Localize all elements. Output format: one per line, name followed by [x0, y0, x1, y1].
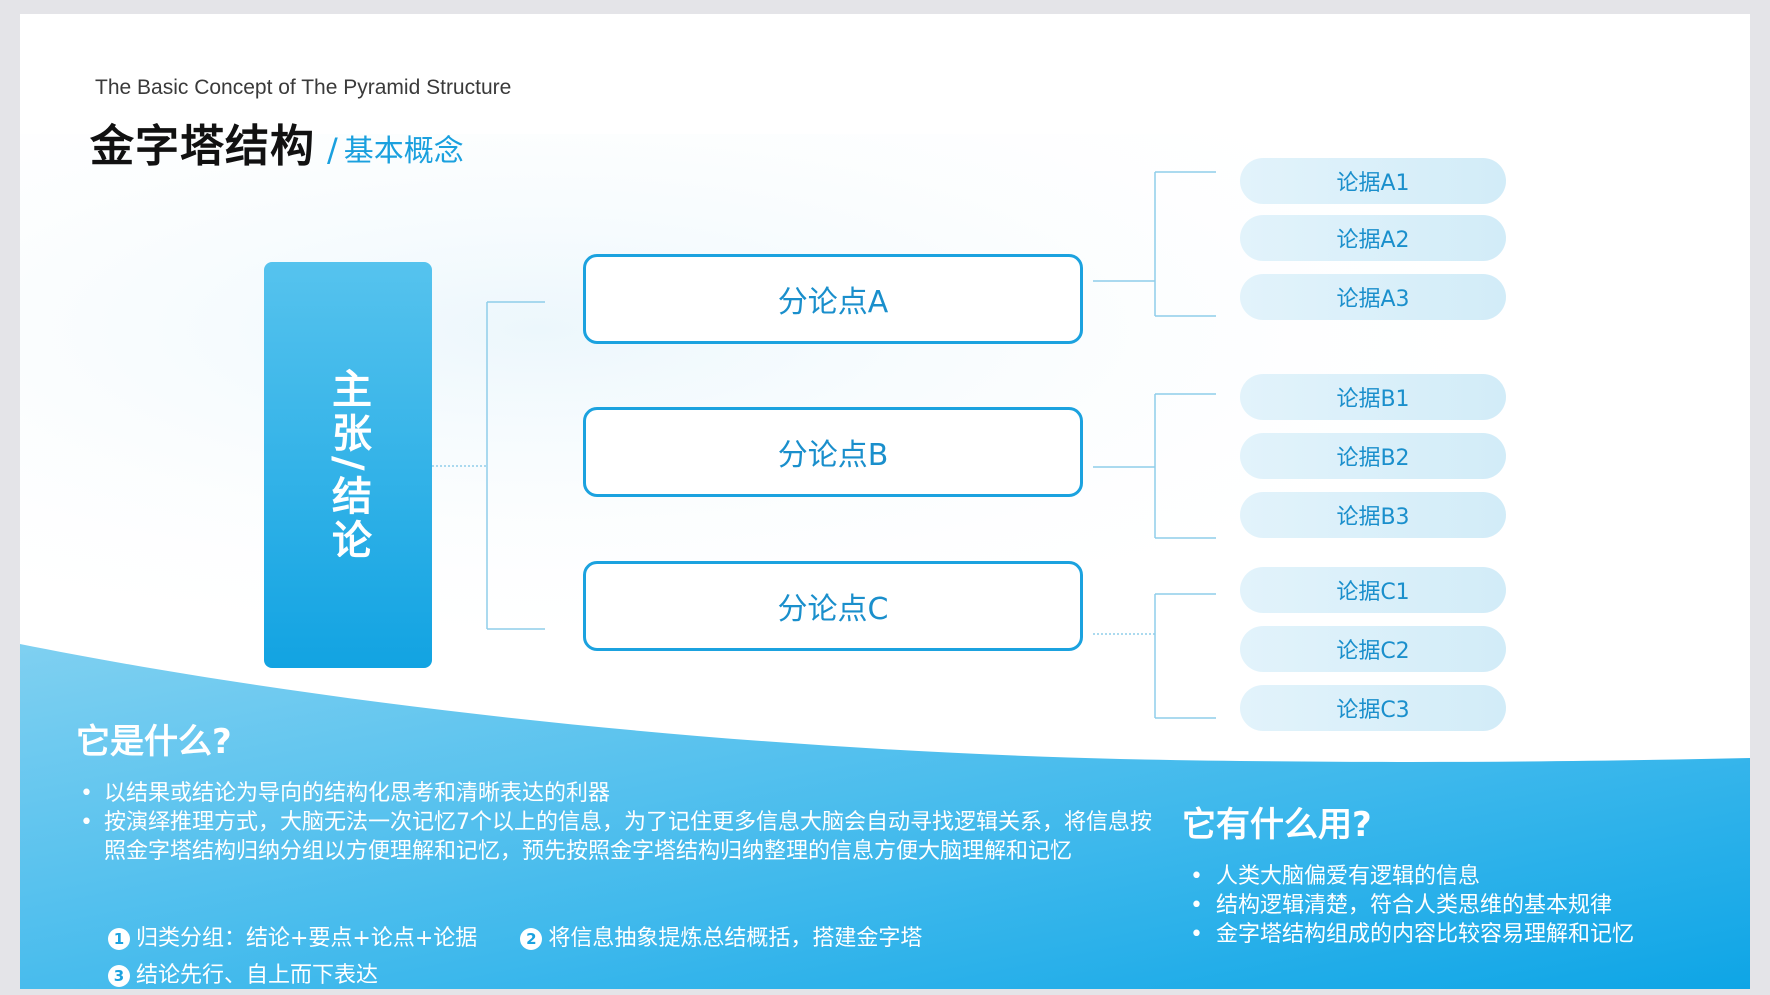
evidence-b2: 论据B2 [1240, 433, 1506, 479]
slide: The Basic Concept of The Pyramid Structu… [20, 14, 1750, 989]
step-number-icon: 2 [520, 928, 543, 950]
list-item: 金字塔结构组成的内容比较容易理解和记忆 [1188, 920, 1634, 949]
subtitle-english: The Basic Concept of The Pyramid Structu… [95, 76, 512, 99]
step-item: 3 结论先行、自上而下表达 [108, 958, 378, 989]
evidence-a2: 论据A2 [1240, 215, 1506, 261]
step-text: 结论先行、自上而下表达 [136, 963, 379, 988]
point-box-c: 分论点C [583, 561, 1083, 651]
page-title: 金字塔结构 [90, 121, 315, 172]
step-text: 将信息抽象提炼总结概括，搭建金字塔 [548, 926, 923, 951]
list-item: 按演绎推理方式，大脑无法一次记忆7个以上的信息，为了记住更多信息大脑会自动寻找逻… [78, 808, 1158, 866]
list-item: 人类大脑偏爱有逻辑的信息 [1188, 862, 1634, 891]
point-box-b: 分论点B [583, 407, 1083, 497]
step-item: 1 归类分组：结论+要点+论点+论据 [108, 921, 477, 957]
what-is-it-list: 以结果或结论为导向的结构化思考和清晰表达的利器 按演绎推理方式，大脑无法一次记忆… [78, 779, 1158, 866]
step-text: 归类分组：结论+要点+论点+论据 [136, 926, 478, 951]
evidence-b1: 论据B1 [1240, 374, 1506, 420]
what-is-it-heading: 它是什么? [76, 722, 232, 762]
point-box-a: 分论点A [583, 254, 1083, 344]
title-row: 金字塔结构 / 基本概念 [90, 110, 464, 174]
title-separator: / [327, 131, 338, 169]
evidence-a1: 论据A1 [1240, 158, 1506, 204]
list-item: 以结果或结论为导向的结构化思考和清晰表达的利器 [78, 779, 1158, 808]
connector-lines [432, 171, 1216, 719]
step-number-icon: 1 [108, 928, 130, 950]
evidence-c1: 论据C1 [1240, 567, 1506, 613]
steps-list: 1 归类分组：结论+要点+论点+论据 2 将信息抽象提炼总结概括，搭建金字塔 3… [108, 920, 958, 989]
evidence-c2: 论据C2 [1240, 626, 1506, 672]
evidence-c3: 论据C3 [1240, 685, 1506, 731]
step-item: 2 将信息抽象提炼总结概括，搭建金字塔 [520, 921, 922, 957]
main-conclusion-box: 主张/结论 [264, 262, 432, 668]
list-item: 结构逻辑清楚，符合人类思维的基本规律 [1188, 891, 1634, 920]
evidence-a3: 论据A3 [1240, 274, 1506, 320]
what-use-list: 人类大脑偏爱有逻辑的信息 结构逻辑清楚，符合人类思维的基本规律 金字塔结构组成的… [1188, 862, 1634, 949]
evidence-b3: 论据B3 [1240, 492, 1506, 538]
main-conclusion-label: 主张/结论 [325, 367, 371, 563]
what-use-heading: 它有什么用? [1182, 805, 1372, 845]
page-subtitle: 基本概念 [343, 134, 464, 169]
step-number-icon: 3 [108, 965, 130, 987]
